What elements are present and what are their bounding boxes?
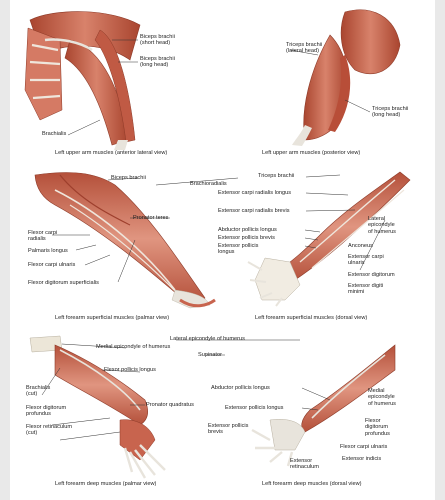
upper-arm-anterior-drawing [24, 11, 141, 150]
label-medial-epicondyle-humerus: Medial epicondyle of humerus [96, 344, 171, 350]
label-flexor-pollicis-longus: Flexor pollicis longus [104, 367, 156, 373]
label-lateral-epicondyle-humerus: Lateral epicondyle of humerus [170, 336, 245, 342]
label-biceps-long-head: Biceps brachii (long head) [140, 56, 175, 69]
label-ext-carpi-radialis-longus: Extensor carpi radialis longus [218, 190, 292, 196]
label-abductor-pollicis-longus: Abductor pollicis longus [218, 227, 277, 233]
caption-forearm-deep-dorsal: Left forearm deep muscles (dorsal view) [262, 481, 362, 487]
forearm-deep-palmar-drawing [29, 335, 166, 479]
label-flexor-carpi-ulnaris: Flexor carpi ulnaris [28, 262, 76, 268]
label-biceps-short-head: Biceps brachii (short head) [140, 34, 175, 47]
caption-upper-arm-anterior: Left upper arm muscles (anterior lateral… [55, 150, 168, 156]
label-anconeus: Anconeus [348, 243, 373, 249]
label-flexor-digitorum-profundus: Flexor digitorum profundus [26, 405, 67, 418]
label-flexor-carpi-ulnaris: Flexor carpi ulnaris [340, 444, 388, 450]
label-ext-pollicis-brevis-deep: Extensor pollicis brevis [208, 423, 249, 436]
leader-lines [41, 39, 386, 441]
label-ext-pollicis-longus-deep: Extensor pollicis longus [225, 405, 284, 411]
caption-forearm-superficial-dorsal: Left forearm superficial muscles (dorsal… [255, 315, 368, 321]
label-brachialis: Brachialis [42, 131, 67, 137]
label-palmaris-longus: Palmaris longus [28, 248, 68, 254]
label-biceps-brachii: Biceps brachii [111, 175, 146, 181]
label-pronator-teres: Pronator teres [133, 215, 169, 221]
forearm-superficial-dorsal-drawing [247, 171, 411, 307]
label-flexor-retinaculum: Flexor retinaculum (cut) [26, 424, 73, 437]
label-pronator-quadratus: Pronator quadratus [146, 402, 194, 408]
upper-arm-posterior-drawing [292, 9, 401, 146]
label-ext-digiti-minimi: Extensor digiti minimi [348, 283, 384, 296]
label-triceps-long-head: Triceps brachii (long head) [372, 106, 409, 119]
label-extensor-retinaculum: Extensor retinaculum [290, 458, 319, 471]
label-triceps-brachii: Triceps brachii [258, 173, 295, 179]
label-lateral-epicondyle: Lateral epicondyle of humerus [368, 216, 396, 235]
label-flexor-digitorum-superficialis: Flexor digitorum superficialis [28, 280, 99, 286]
label-flexor-digitorum-profundus-deep: Flexor digitorum profundus [365, 418, 390, 437]
label-ext-pollicis-longus: Extensor pollicis longus [218, 243, 259, 256]
label-ext-pollicis-brevis: Extensor pollicis brevis [218, 235, 275, 241]
caption-forearm-deep-palmar: Left forearm deep muscles (palmar view) [55, 481, 157, 487]
label-flexor-carpi-radialis: Flexor carpi radialis [28, 230, 58, 243]
caption-forearm-superficial-palmar: Left forearm superficial muscles (palmar… [55, 315, 170, 321]
label-abductor-pollicis-longus-deep: Abductor pollicis longus [211, 385, 270, 391]
forearm-deep-dorsal-drawing [251, 344, 396, 467]
label-triceps-lateral-head: Triceps brachii (lateral head) [286, 42, 323, 55]
label-ext-carpi-ulnaris: Extensor carpi ulnaris [348, 254, 384, 267]
figure-frame [10, 0, 435, 500]
caption-upper-arm-posterior: Left upper arm muscles (posterior view) [262, 150, 361, 156]
label-brachialis-cut: Brachialis (cut) [26, 385, 51, 398]
label-supinator: Supinator [198, 352, 222, 358]
label-medial-epicondyle-deep: Medial epicondyle of humerus [368, 388, 396, 407]
label-ext-digitorum: Extensor digitorum [348, 272, 395, 278]
label-extensor-indicis: Extensor indicis [342, 456, 382, 462]
label-brachioradialis: Brachioradialis [190, 181, 227, 187]
label-ext-carpi-radialis-brevis: Extensor carpi radialis brevis [218, 208, 290, 214]
forearm-superficial-palmar-drawing [34, 172, 216, 309]
